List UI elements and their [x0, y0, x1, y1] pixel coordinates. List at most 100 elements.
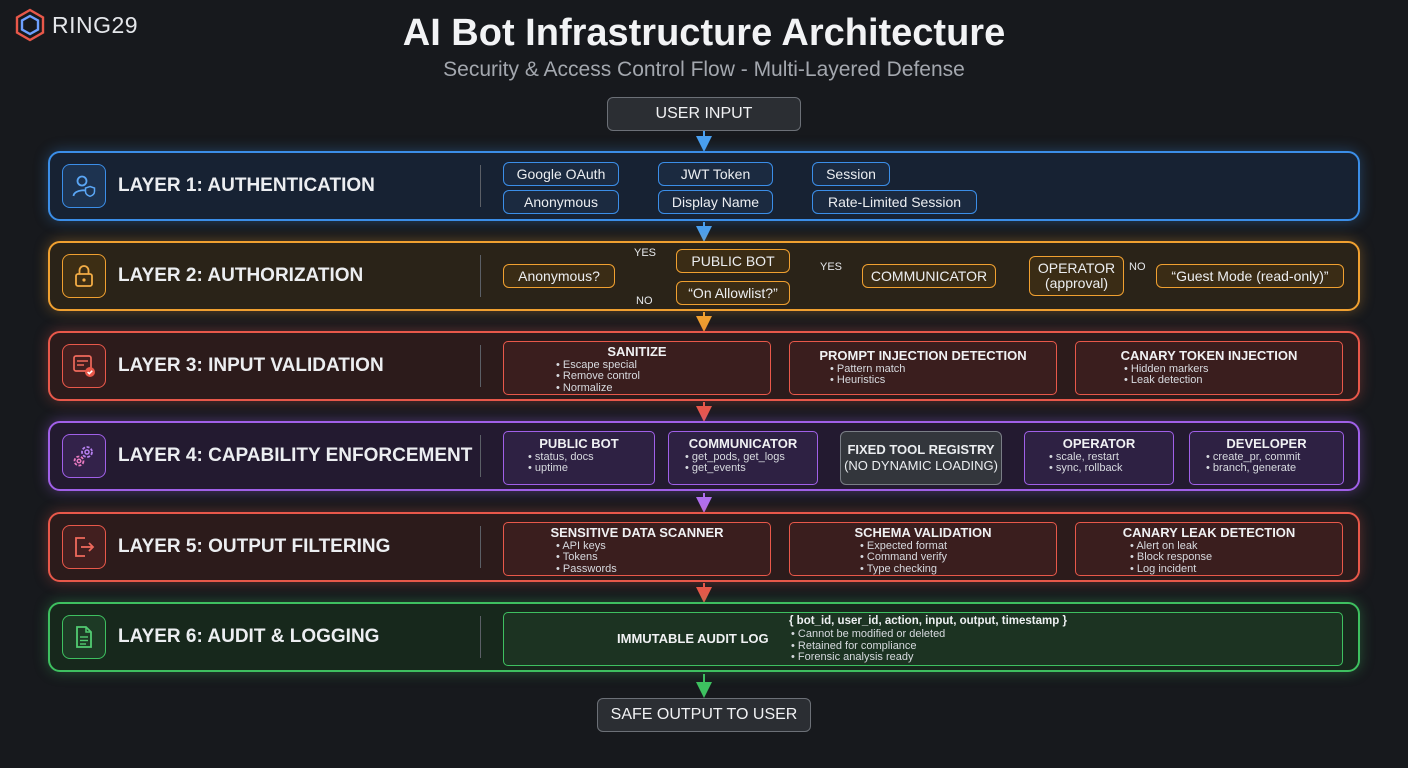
list-item: Escape special	[556, 359, 770, 372]
layer-title: LAYER 2: AUTHORIZATION	[118, 265, 364, 286]
layer-title: LAYER 4: CAPABILITY ENFORCEMENT	[118, 445, 473, 466]
list-item: Leak detection	[1124, 374, 1342, 387]
layer-4-capability-enforcement: LAYER 4: CAPABILITY ENFORCEMENT PUBLIC B…	[48, 421, 1360, 491]
sanitize-box: SANITIZE Escape special Remove control N…	[503, 341, 771, 395]
list-item: Pattern match	[830, 363, 1056, 376]
prompt-injection-detection-box: PROMPT INJECTION DETECTION Pattern match…	[789, 341, 1057, 395]
display-name-node: Display Name	[658, 190, 773, 214]
box-title: CANARY LEAK DETECTION	[1122, 525, 1296, 540]
user-shield-icon	[62, 164, 106, 208]
list-item: Tokens	[556, 551, 770, 564]
session-node: Session	[812, 162, 890, 186]
operator-label: OPERATOR	[1037, 260, 1116, 276]
layer-2-authorization: LAYER 2: AUTHORIZATION Anonymous? PUBLIC…	[48, 241, 1360, 311]
rate-limited-session-node: Rate-Limited Session	[812, 190, 977, 214]
box-title: PUBLIC BOT	[539, 436, 619, 451]
list-item: Type checking	[860, 563, 1056, 576]
list-item: Cannot be modified or deleted	[791, 628, 945, 641]
canary-leak-detection-box: CANARY LEAK DETECTION Alert on leak Bloc…	[1075, 522, 1343, 576]
box-title: OPERATOR	[1062, 436, 1136, 451]
jwt-token-node: JWT Token	[658, 162, 773, 186]
list-item: Forensic analysis ready	[791, 651, 945, 664]
list-item: Retained for compliance	[791, 640, 945, 653]
layer-divider	[480, 165, 481, 207]
anonymous-node: Anonymous	[503, 190, 619, 214]
list-item: branch, generate	[1206, 462, 1343, 475]
page-subtitle: Security & Access Control Flow - Multi-L…	[443, 58, 965, 81]
no-label: NO	[636, 295, 653, 307]
public-bot-capabilities-box: PUBLIC BOT status, docs uptime	[503, 431, 655, 485]
list-item: Command verify	[860, 551, 1056, 564]
layer-divider	[480, 435, 481, 477]
box-title: PROMPT INJECTION DETECTION	[819, 348, 1027, 363]
box-title: SENSITIVE DATA SCANNER	[550, 525, 724, 540]
list-item: Normalize	[556, 382, 770, 395]
logo-text: RING29	[52, 11, 139, 38]
user-input-node: USER INPUT	[607, 97, 801, 131]
exit-arrow-icon	[62, 525, 106, 569]
list-item: get_events	[685, 462, 817, 475]
sensitive-data-scanner-box: SENSITIVE DATA SCANNER API keys Tokens P…	[503, 522, 771, 576]
schema-validation-box: SCHEMA VALIDATION Expected format Comman…	[789, 522, 1057, 576]
lock-icon	[62, 254, 106, 298]
list-item: Heuristics	[830, 374, 1056, 387]
list-item: Expected format	[860, 540, 1056, 553]
list-item: Passwords	[556, 563, 770, 576]
list-item: status, docs	[528, 451, 654, 464]
layer-title: LAYER 5: OUTPUT FILTERING	[118, 536, 391, 557]
communicator-node: COMMUNICATOR	[862, 264, 996, 288]
layer-title: LAYER 1: AUTHENTICATION	[118, 175, 375, 196]
operator-approval-node: OPERATOR (approval)	[1029, 256, 1124, 296]
layer-divider	[480, 526, 481, 568]
box-title: COMMUNICATOR	[688, 436, 798, 451]
box-title: CANARY TOKEN INJECTION	[1120, 348, 1298, 363]
layer-3-input-validation: LAYER 3: INPUT VALIDATION SANITIZE Escap…	[48, 331, 1360, 401]
google-oauth-node: Google OAuth	[503, 162, 619, 186]
list-item: Remove control	[556, 370, 770, 383]
list-item: API keys	[556, 540, 770, 553]
list-item: sync, rollback	[1049, 462, 1173, 475]
fixed-tool-registry-box: FIXED TOOL REGISTRY (NO DYNAMIC LOADING)	[840, 431, 1002, 485]
guest-mode-node: “Guest Mode (read-only)”	[1156, 264, 1344, 288]
page-title: AI Bot Infrastructure Architecture	[402, 12, 1006, 54]
list-item: Alert on leak	[1130, 540, 1342, 553]
registry-title: FIXED TOOL REGISTRY	[847, 442, 995, 457]
layer-title: LAYER 6: AUDIT & LOGGING	[118, 626, 380, 647]
layer-divider	[480, 616, 481, 658]
layer-divider	[480, 255, 481, 297]
ring29-logo: RING29	[14, 8, 138, 42]
canary-token-injection-box: CANARY TOKEN INJECTION Hidden markers Le…	[1075, 341, 1343, 395]
list-item: create_pr, commit	[1206, 451, 1343, 464]
layer-title: LAYER 3: INPUT VALIDATION	[118, 355, 384, 376]
gears-icon	[62, 434, 106, 478]
registry-note: (NO DYNAMIC LOADING)	[844, 458, 998, 473]
layer-divider	[480, 345, 481, 387]
immutable-audit-log-box: IMMUTABLE AUDIT LOG { bot_id, user_id, a…	[503, 612, 1343, 666]
public-bot-node: PUBLIC BOT	[676, 249, 790, 273]
anonymous-decision-node: Anonymous?	[503, 264, 615, 288]
list-item: Log incident	[1130, 563, 1342, 576]
yes-label: YES	[820, 261, 843, 273]
developer-capabilities-box: DEVELOPER create_pr, commit branch, gene…	[1189, 431, 1344, 485]
box-title: SANITIZE	[607, 344, 667, 359]
list-item: Hidden markers	[1124, 363, 1342, 376]
audit-log-schema: { bot_id, user_id, action, input, output…	[789, 615, 1067, 627]
layer-6-audit-logging: LAYER 6: AUDIT & LOGGING IMMUTABLE AUDIT…	[48, 602, 1360, 672]
list-item: get_pods, get_logs	[685, 451, 817, 464]
allowlist-decision-node: “On Allowlist?”	[676, 281, 790, 305]
no-label: NO	[1129, 261, 1146, 273]
audit-log-label: IMMUTABLE AUDIT LOG	[617, 631, 769, 646]
form-check-icon	[62, 344, 106, 388]
document-icon	[62, 615, 106, 659]
box-title: DEVELOPER	[1226, 436, 1307, 451]
list-item: uptime	[528, 462, 654, 475]
approval-label: (approval)	[1044, 275, 1109, 291]
layer-5-output-filtering: LAYER 5: OUTPUT FILTERING SENSITIVE DATA…	[48, 512, 1360, 582]
layer-1-authentication: LAYER 1: AUTHENTICATION Google OAuth JWT…	[48, 151, 1360, 221]
communicator-capabilities-box: COMMUNICATOR get_pods, get_logs get_even…	[668, 431, 818, 485]
box-title: SCHEMA VALIDATION	[854, 525, 992, 540]
safe-output-node: SAFE OUTPUT TO USER	[597, 698, 811, 732]
list-item: scale, restart	[1049, 451, 1173, 464]
operator-capabilities-box: OPERATOR scale, restart sync, rollback	[1024, 431, 1174, 485]
yes-label: YES	[634, 247, 657, 259]
